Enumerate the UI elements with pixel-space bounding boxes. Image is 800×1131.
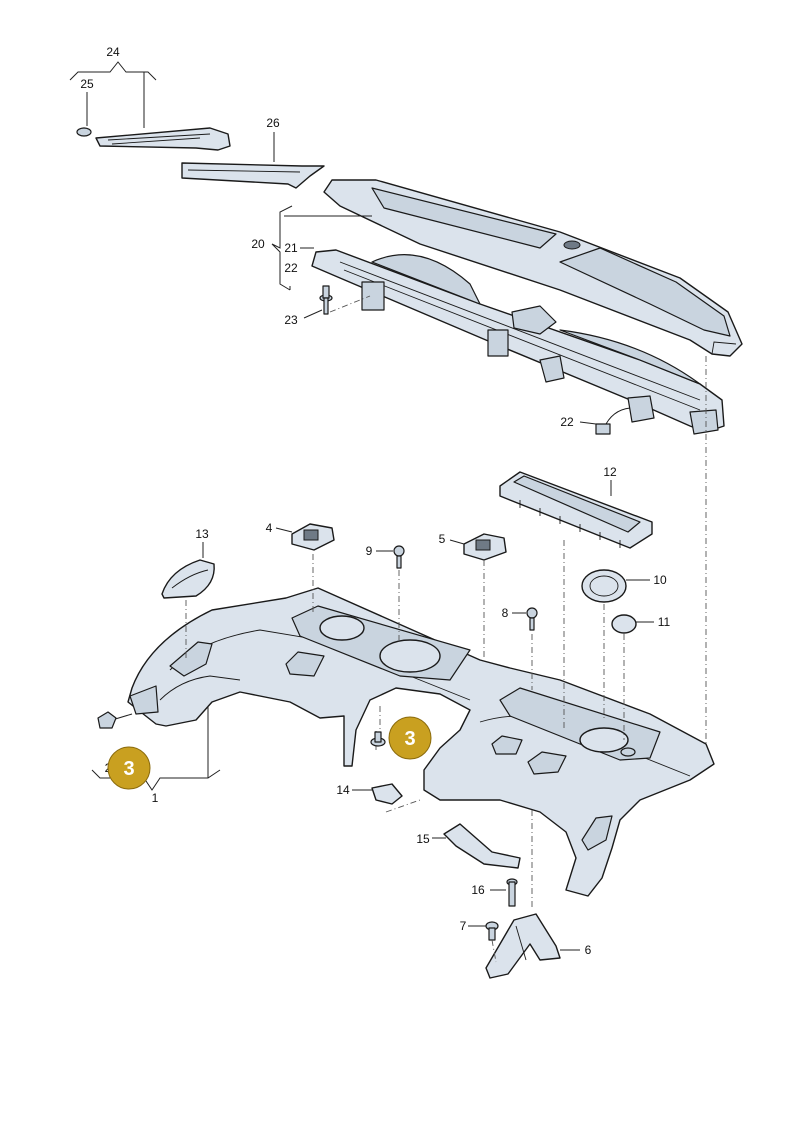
callout-1: 1: [152, 791, 159, 805]
callout-11: 11: [658, 615, 671, 629]
callout-25: 25: [80, 77, 94, 91]
callout-6: 6: [585, 943, 592, 957]
part-4-clip: [291, 523, 335, 551]
part-11-cap: [611, 614, 637, 634]
part-16-bolt: [506, 878, 518, 907]
part-6-support: [485, 913, 561, 979]
part-8-screw: [526, 607, 538, 631]
callout-23: 23: [284, 313, 298, 327]
svg-text:3: 3: [404, 728, 415, 750]
callout-21: 21: [284, 241, 298, 255]
clip-near-badge: [370, 731, 386, 747]
part-13-cap: [161, 559, 215, 599]
part-23-bolt: [319, 285, 333, 315]
badge-center: 3: [388, 716, 432, 760]
part-9-screw: [393, 545, 405, 569]
part-14-cap: [371, 783, 403, 805]
callout-22-lower: 22: [560, 415, 574, 429]
svg-text:3: 3: [123, 758, 134, 780]
part-21-frame: [311, 249, 725, 435]
callout-22-upper: 22: [284, 261, 298, 275]
callout-15: 15: [416, 832, 430, 846]
part-22-connector: [595, 407, 631, 435]
callout-12: 12: [603, 465, 617, 479]
part-15-bracket: [443, 823, 521, 869]
callout-24: 24: [106, 45, 120, 59]
part-5-clip: [463, 533, 507, 561]
part-2-clip: [97, 711, 117, 729]
part-26-trim: [181, 162, 325, 189]
part-10-cap: [581, 569, 627, 603]
badge-left: 3: [107, 746, 151, 790]
part-7-screw: [485, 921, 499, 941]
callout-8: 8: [502, 606, 509, 620]
callout-4: 4: [266, 521, 273, 535]
part-24-trim-strip: [76, 127, 231, 151]
part-12-cover: [499, 471, 653, 549]
part-1-rear-panel: [127, 587, 715, 897]
callout-9: 9: [366, 544, 373, 558]
callout-7: 7: [460, 919, 467, 933]
callout-14: 14: [336, 783, 350, 797]
part-20-parcel-shelf: [323, 179, 743, 357]
callout-10: 10: [653, 573, 667, 587]
callout-16: 16: [471, 883, 485, 897]
callout-20: 20: [251, 237, 265, 251]
callout-26: 26: [266, 116, 280, 130]
callout-5: 5: [439, 532, 446, 546]
callout-13: 13: [195, 527, 209, 541]
